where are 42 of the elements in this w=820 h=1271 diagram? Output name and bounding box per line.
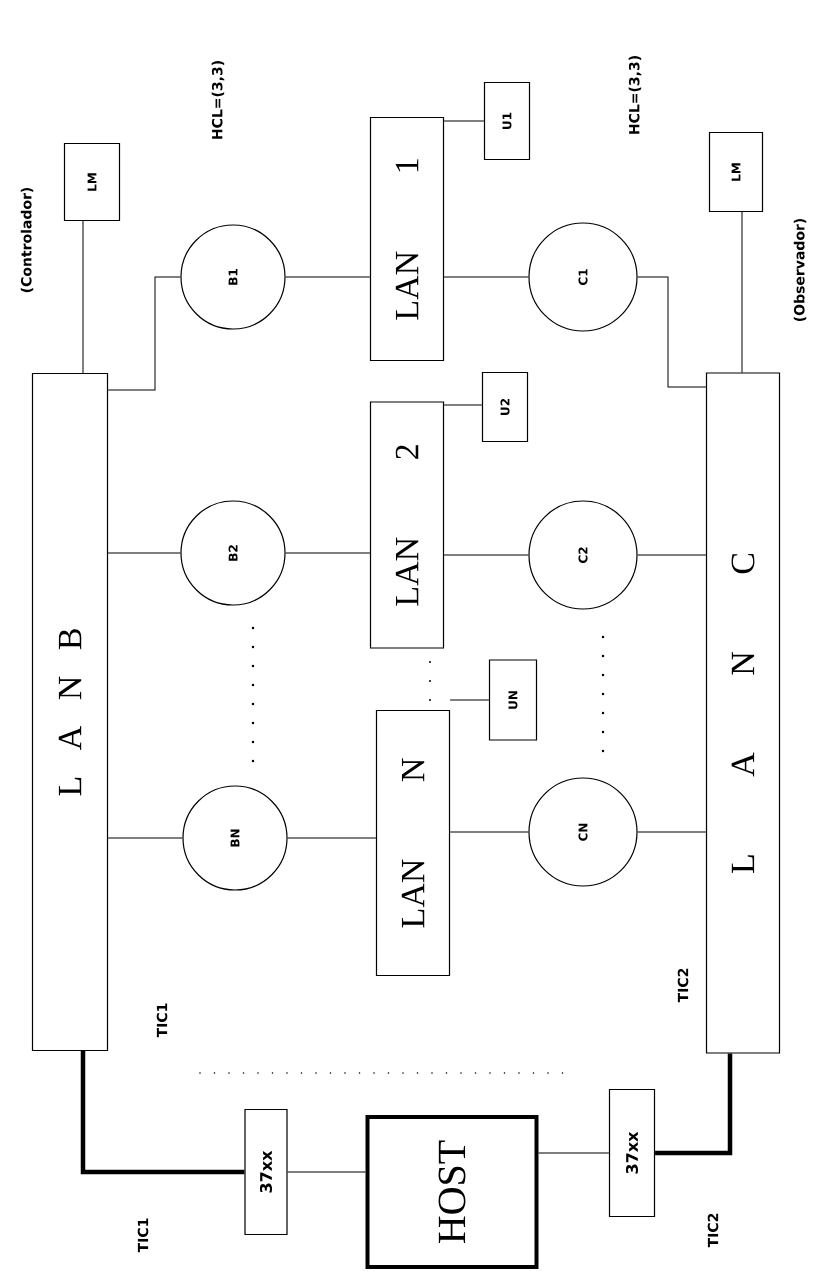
connector-line xyxy=(107,837,183,839)
parameter-label: HCL=(3,3) xyxy=(628,56,642,134)
connector-line xyxy=(538,1152,610,1154)
connector-line xyxy=(285,552,371,554)
host-box: HOST xyxy=(365,1115,539,1269)
role-label: (Observador) xyxy=(793,218,807,322)
device-box: LM xyxy=(708,131,764,213)
connector-line xyxy=(443,554,529,556)
connector-line xyxy=(655,1053,733,1156)
device-box: U1 xyxy=(483,81,531,161)
role-label: (Controlador) xyxy=(20,187,34,293)
device-box: U2 xyxy=(481,371,529,443)
connector-line xyxy=(443,276,529,278)
device-box: 37xx xyxy=(244,1108,288,1236)
connector-line xyxy=(80,1051,245,1175)
connector-line xyxy=(443,120,485,122)
connector-line xyxy=(449,699,490,701)
device-box: LAN 1 xyxy=(369,116,445,362)
link-label: TIC2 xyxy=(677,968,689,1003)
link-label: TIC1 xyxy=(156,1003,168,1038)
connector-line xyxy=(449,831,529,833)
connector-line xyxy=(107,552,181,554)
connector-line xyxy=(637,554,707,556)
device-box: 37xx xyxy=(608,1088,656,1218)
link-label: TIC2 xyxy=(707,1213,719,1248)
device-box: UN xyxy=(488,659,538,741)
connector-line xyxy=(637,831,707,833)
link-label: TIC1 xyxy=(137,1218,149,1253)
connector-line xyxy=(107,276,181,391)
connector-line xyxy=(443,404,483,406)
lan-bus-bar: L A N B xyxy=(31,372,109,1052)
device-box: LAN 2 xyxy=(369,401,445,649)
connector-line xyxy=(637,276,707,388)
lan-bus-bar: L A N C xyxy=(705,372,781,1054)
device-box: LM xyxy=(63,142,121,222)
device-box: LAN N xyxy=(375,709,451,977)
connector-line xyxy=(82,220,84,374)
connector-line xyxy=(285,276,371,278)
connector-line xyxy=(287,837,377,839)
connector-line xyxy=(741,211,743,373)
connector-line xyxy=(287,1171,366,1173)
parameter-label: HCL=(3,3) xyxy=(211,61,225,139)
